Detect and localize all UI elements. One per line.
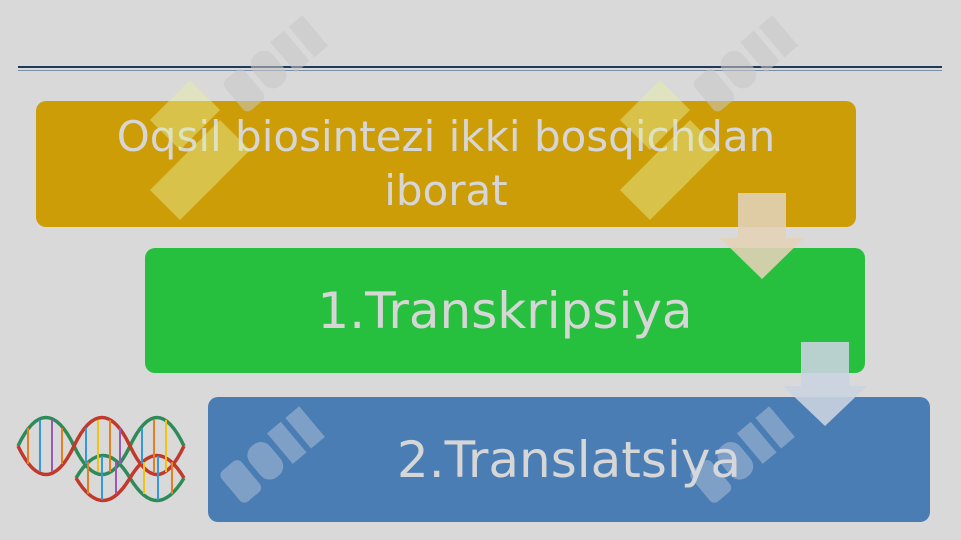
step-box-overview: Oqsil biosintezi ikki bosqichdan iborat [36, 101, 856, 227]
down-arrow-icon [783, 342, 867, 426]
step-label-transcription: 1.Transkripsiya [317, 281, 693, 340]
step-box-transcription: 1.Transkripsiya [145, 248, 865, 373]
header-divider-line [18, 66, 942, 68]
down-arrow-icon [720, 193, 804, 279]
step-label-translation: 2.Translatsiya [396, 430, 742, 489]
step-label-overview: Oqsil biosintezi ikki bosqichdan iborat [116, 112, 776, 215]
dna-double-helix-icon [16, 415, 186, 503]
header-divider-line-thin [18, 70, 942, 71]
step-box-translation: 2.Translatsiya [208, 397, 930, 522]
